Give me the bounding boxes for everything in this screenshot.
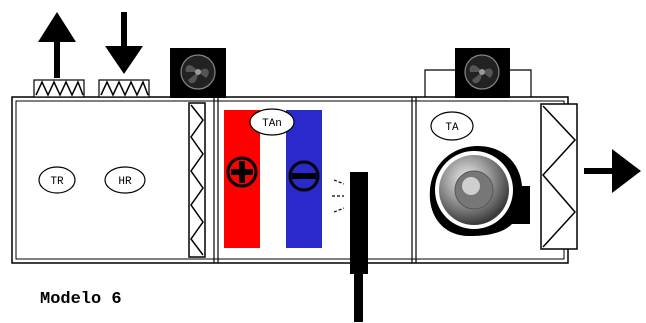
filter-icon xyxy=(188,102,206,258)
intake-arrow-down-icon xyxy=(105,12,143,74)
outlet-filter-icon xyxy=(540,103,578,250)
diagram-title: Modelo 6 xyxy=(40,290,122,309)
intake-grille xyxy=(98,79,150,98)
sensor-ta: TA xyxy=(430,111,474,141)
fan-icon xyxy=(170,48,226,98)
sensor-tan: TAn xyxy=(249,108,295,136)
exhaust-arrow-up-icon xyxy=(38,12,76,78)
heating-plus-icon xyxy=(226,156,258,188)
return-fan-icon xyxy=(424,48,532,98)
sensor-hr: HR xyxy=(104,166,146,194)
humidifier-nozzle xyxy=(332,172,368,322)
svg-text:TAn: TAn xyxy=(262,118,282,130)
supply-arrow-right-icon xyxy=(584,149,641,193)
svg-text:HR: HR xyxy=(118,176,132,188)
exhaust-grille xyxy=(33,79,85,98)
centrifugal-fan-icon xyxy=(429,146,530,236)
svg-text:TR: TR xyxy=(50,176,64,188)
sensor-tr: TR xyxy=(38,166,76,194)
svg-text:TA: TA xyxy=(445,122,459,134)
cooling-minus-icon xyxy=(288,160,320,192)
